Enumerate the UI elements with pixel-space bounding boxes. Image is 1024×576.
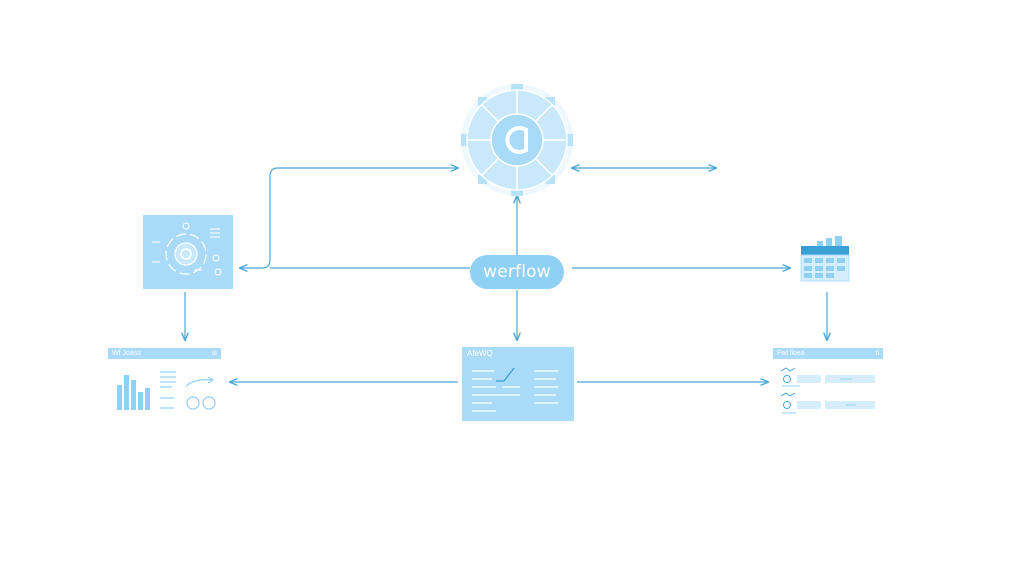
hub-gear-icon <box>461 84 573 196</box>
center-panel-title: AfeWQ <box>467 349 493 358</box>
right-panel-badge: ti <box>875 350 880 357</box>
connector-topleft <box>240 168 458 268</box>
right-panel-graphics <box>780 367 875 414</box>
left-panel-header: Wf Joass is <box>108 348 221 359</box>
process-card <box>143 215 233 289</box>
right-panel-header: Fwl lloea ti <box>773 348 883 359</box>
left-panel-badge: is <box>211 350 217 357</box>
workflow-center-label: werflow <box>483 262 551 282</box>
left-panel-graphics <box>117 371 216 410</box>
workflow-center-node: werflow <box>470 255 564 289</box>
center-panel-graphics <box>462 347 574 421</box>
right-panel-title: Fwl lloea <box>777 350 805 357</box>
connectors <box>185 168 827 382</box>
calendar-icon <box>800 236 850 282</box>
left-panel-title: Wf Joass <box>112 350 141 357</box>
